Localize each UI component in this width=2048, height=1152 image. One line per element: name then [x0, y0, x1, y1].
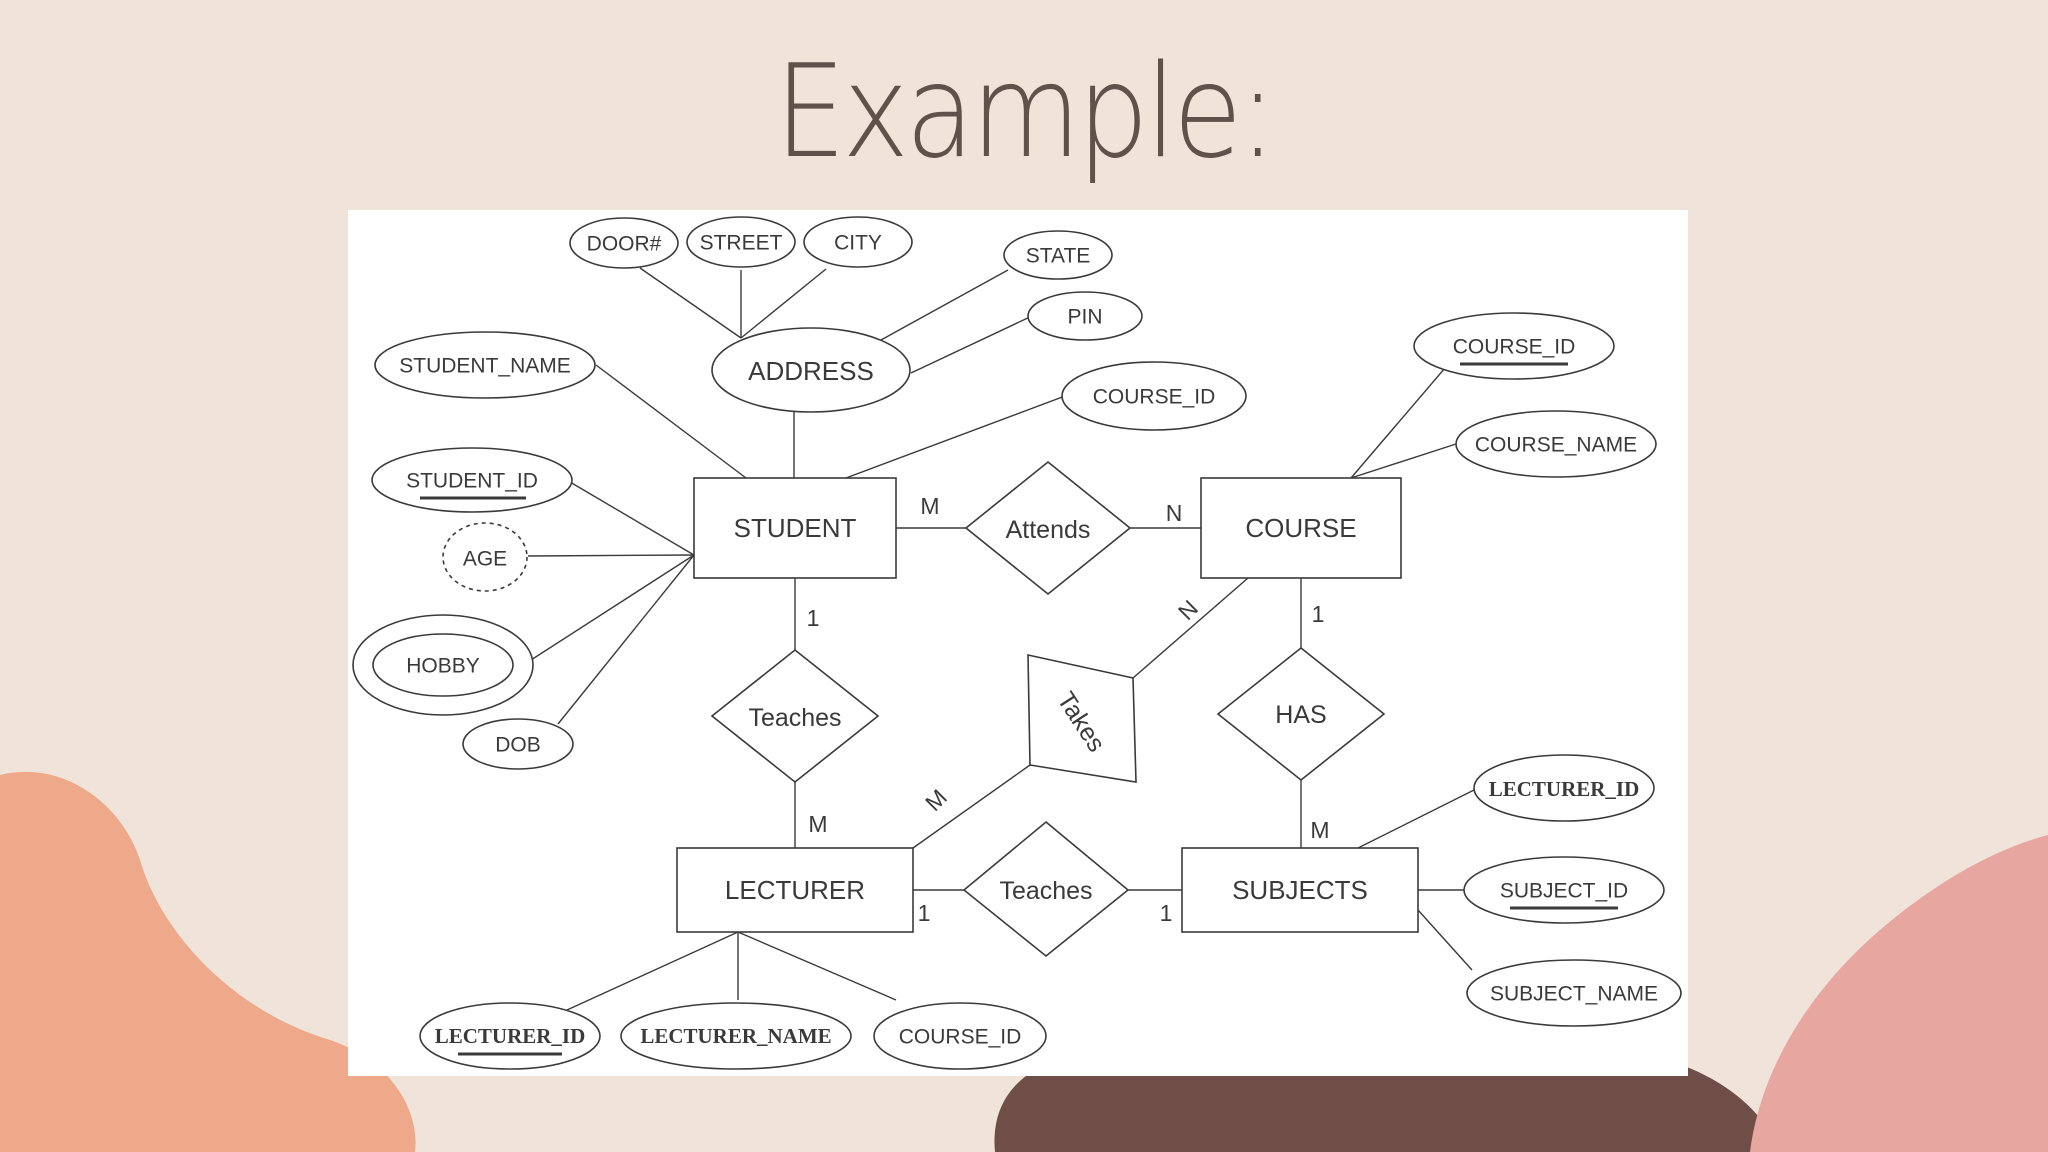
er-diagram-panel: STUDENT COURSE LECTURER SUBJECTS Attends… — [348, 210, 1688, 1076]
relationship-teaches-student: Teaches — [710, 648, 880, 784]
cardinality-teaches-subjects: 1 — [1160, 900, 1173, 926]
attribute-course-course-id: COURSE_ID — [1413, 312, 1615, 380]
attribute-state: STATE — [1003, 230, 1113, 280]
attribute-street: STREET — [686, 216, 796, 268]
svg-text:Attends: Attends — [1006, 516, 1091, 544]
attribute-course-name: COURSE_NAME — [1455, 410, 1657, 478]
entity-subjects: SUBJECTS — [1181, 847, 1419, 933]
svg-text:SUBJECTS: SUBJECTS — [1232, 875, 1368, 905]
svg-text:Teaches: Teaches — [999, 877, 1092, 905]
cardinality-lecturer-teaches: 1 — [918, 900, 931, 926]
cardinality-has-subjects: M — [1310, 817, 1329, 843]
cardinality-attends-course: N — [1166, 500, 1183, 526]
svg-text:LECTURER_ID: LECTURER_ID — [1489, 777, 1640, 801]
svg-text:DOB: DOB — [495, 734, 541, 757]
attribute-student-name: STUDENT_NAME — [374, 331, 596, 399]
svg-text:STUDENT_NAME: STUDENT_NAME — [399, 355, 571, 378]
svg-text:LECTURER_NAME: LECTURER_NAME — [640, 1024, 831, 1048]
relationship-has: HAS — [1216, 646, 1386, 782]
attribute-subject-name: SUBJECT_NAME — [1466, 959, 1682, 1027]
attribute-age-derived: AGE — [442, 522, 528, 592]
svg-text:STATE: STATE — [1026, 245, 1091, 268]
svg-text:CITY: CITY — [834, 232, 882, 255]
svg-text:Teaches: Teaches — [748, 704, 841, 732]
svg-text:LECTURER_ID: LECTURER_ID — [435, 1024, 586, 1048]
relationship-teaches-subjects: Teaches — [962, 820, 1130, 958]
svg-text:HOBBY: HOBBY — [406, 655, 480, 678]
attribute-hobby-multivalued: HOBBY — [352, 614, 534, 716]
cardinality-student-teaches: 1 — [807, 605, 820, 631]
cardinality-teaches-lecturer: M — [808, 811, 827, 837]
slide-title: Example: — [774, 38, 1277, 187]
svg-text:DOOR#: DOOR# — [587, 233, 662, 256]
attribute-student-course-id: COURSE_ID — [1061, 361, 1247, 431]
cardinality-student-attends: M — [920, 493, 939, 519]
pink-blob — [1750, 835, 2048, 1152]
svg-text:STUDENT: STUDENT — [734, 513, 857, 543]
svg-text:SUBJECT_ID: SUBJECT_ID — [1500, 880, 1628, 903]
entity-lecturer: LECTURER — [676, 847, 914, 933]
attribute-lecturer-name: LECTURER_NAME — [620, 1002, 852, 1070]
svg-text:STUDENT_ID: STUDENT_ID — [406, 470, 538, 493]
attribute-pin: PIN — [1027, 291, 1143, 341]
cardinality-takes-lecturer: M — [920, 784, 952, 816]
svg-text:COURSE_ID: COURSE_ID — [1453, 336, 1576, 359]
attribute-lecturer-id: LECTURER_ID — [419, 1002, 601, 1070]
relationship-attends: Attends — [964, 460, 1132, 596]
attribute-address: ADDRESS — [711, 327, 911, 413]
svg-text:STREET: STREET — [700, 232, 783, 255]
entity-course: COURSE — [1200, 477, 1402, 579]
relationship-takes: Takes — [1027, 654, 1137, 783]
svg-text:COURSE_ID: COURSE_ID — [1093, 386, 1216, 409]
svg-text:AGE: AGE — [463, 548, 507, 571]
orange-blob — [0, 771, 416, 1152]
attribute-subjects-lecturer-id: LECTURER_ID — [1473, 754, 1655, 822]
svg-text:COURSE_ID: COURSE_ID — [899, 1026, 1022, 1049]
svg-text:PIN: PIN — [1067, 306, 1102, 329]
attribute-student-id: STUDENT_ID — [371, 447, 573, 513]
svg-text:SUBJECT_NAME: SUBJECT_NAME — [1490, 983, 1658, 1006]
attribute-dob: DOB — [462, 718, 574, 770]
attribute-lecturer-course-id: COURSE_ID — [873, 1002, 1047, 1070]
connector-lines — [509, 267, 1479, 1037]
svg-text:ADDRESS: ADDRESS — [748, 356, 874, 386]
svg-text:COURSE: COURSE — [1245, 513, 1356, 543]
svg-text:COURSE_NAME: COURSE_NAME — [1475, 434, 1637, 457]
svg-text:LECTURER: LECTURER — [725, 875, 865, 905]
attribute-subject-id: SUBJECT_ID — [1463, 856, 1665, 924]
attribute-door: DOOR# — [569, 217, 679, 269]
svg-text:HAS: HAS — [1275, 701, 1326, 729]
cardinality-course-has: 1 — [1312, 601, 1325, 627]
entity-student: STUDENT — [693, 477, 897, 579]
attribute-city: CITY — [803, 216, 913, 268]
er-diagram: STUDENT COURSE LECTURER SUBJECTS Attends… — [352, 216, 1682, 1070]
